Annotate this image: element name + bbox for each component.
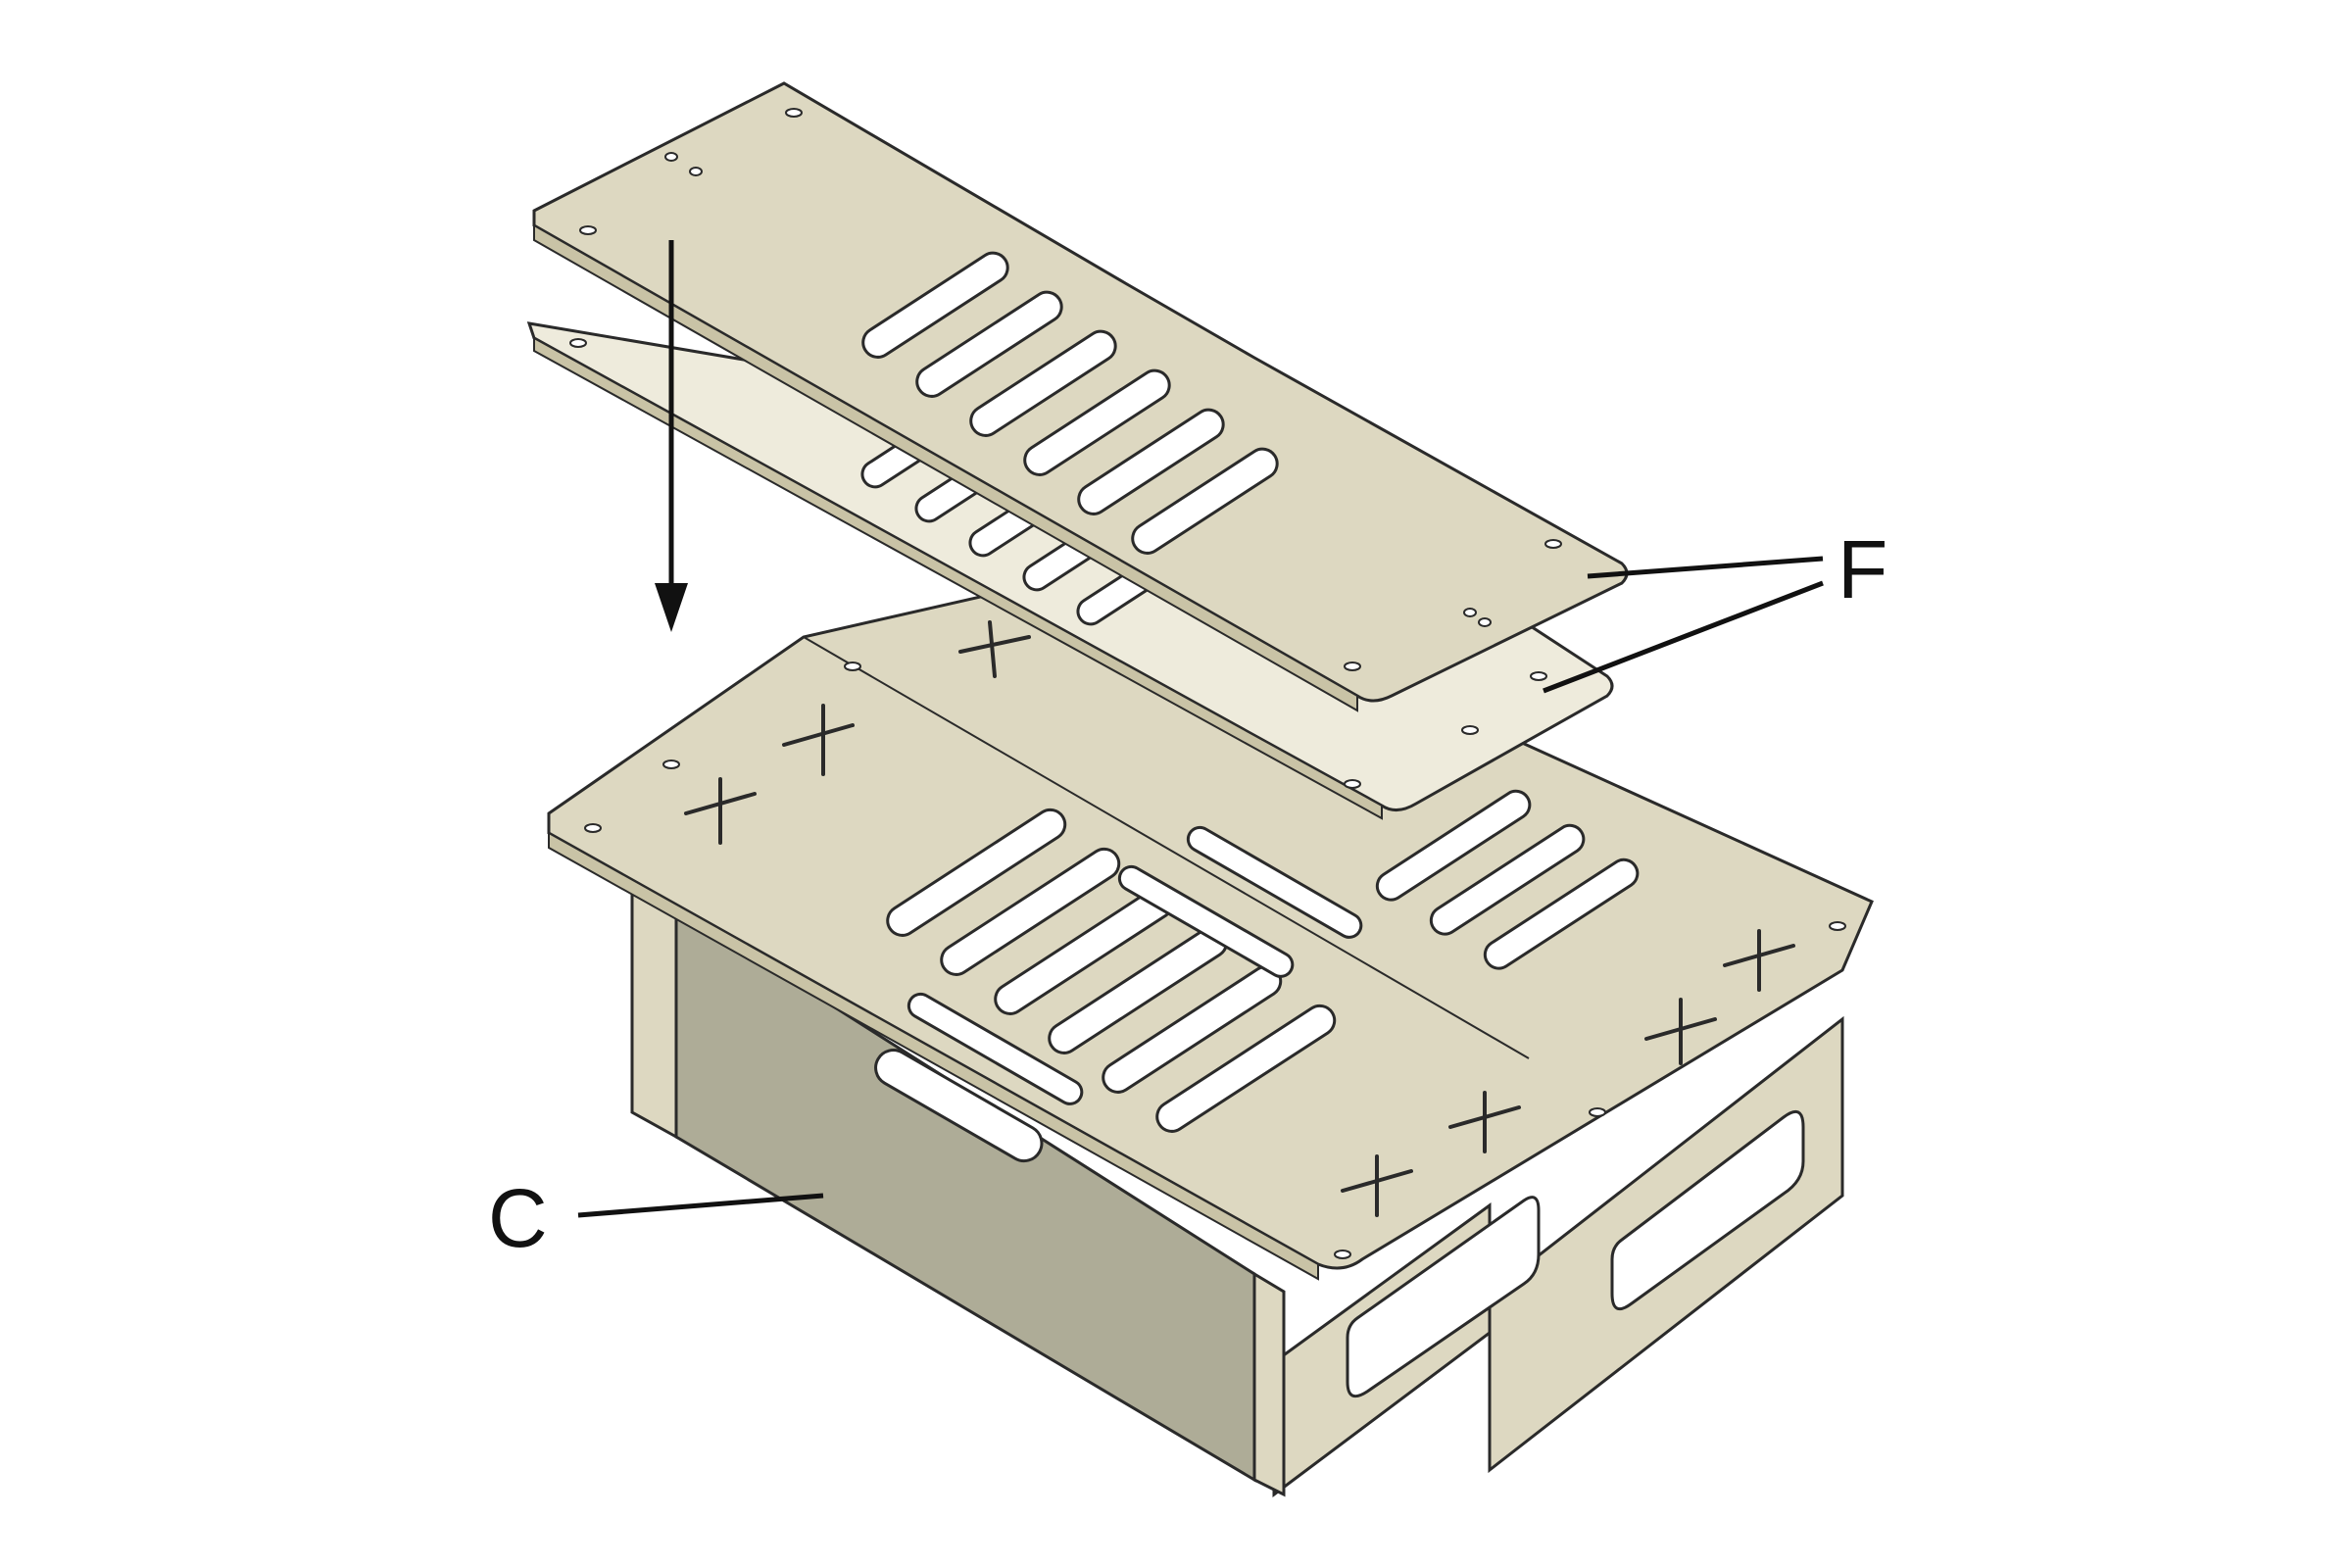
panel-f-upper-surface: [532, 81, 1629, 703]
panel-f-upper-edge: [533, 223, 1358, 712]
base-long-slot: [906, 992, 1084, 1105]
panel-f-lower-edge: [533, 336, 1383, 820]
base-right-end-strip: [1252, 1271, 1286, 1497]
base-top-edge: [548, 831, 1319, 1281]
leader-f-lower: [1543, 580, 1824, 694]
down-arrow: [655, 240, 688, 632]
leader-lines: [577, 556, 1824, 1218]
leader-f-upper: [1587, 556, 1824, 579]
base-long-slot: [1186, 825, 1363, 939]
base-slot: [940, 847, 1121, 976]
slot: [1077, 408, 1225, 515]
label-f: F: [1838, 523, 1887, 615]
panel-f-upper-holes: [579, 108, 1562, 671]
slot: [861, 251, 1009, 359]
base-box: [630, 884, 1844, 1497]
slot: [969, 329, 1117, 437]
panel-f-lower-holes: [569, 338, 1547, 789]
base-top-panel: [547, 562, 1874, 1281]
slot: [1131, 447, 1279, 555]
base-slots-front: [886, 808, 1337, 1133]
base-long-slot: [1117, 864, 1295, 978]
panel-f-upper: [532, 81, 1629, 712]
cross-joints: [684, 620, 1795, 1217]
base-slot: [1483, 858, 1640, 970]
base-left-end-strip: [630, 884, 678, 1140]
base-top-seam-1: [803, 636, 1530, 1059]
pegs: [584, 662, 1846, 1259]
down-arrow-head: [655, 583, 688, 632]
slot: [915, 290, 1063, 398]
base-slot: [1155, 1004, 1337, 1133]
handle-cutout-left: [1346, 1196, 1541, 1398]
leader-c: [577, 1193, 824, 1218]
panel-f-upper-slots: [861, 251, 1279, 555]
base-slot: [886, 808, 1067, 937]
base-slot: [1375, 789, 1532, 902]
slot: [1023, 368, 1171, 476]
label-c: C: [488, 1172, 548, 1264]
base-slot: [1429, 823, 1586, 936]
handle-cutout-right: [1610, 1109, 1805, 1311]
base-slots-rear: [1186, 789, 1640, 970]
base-handle-slot: [874, 1049, 1044, 1163]
